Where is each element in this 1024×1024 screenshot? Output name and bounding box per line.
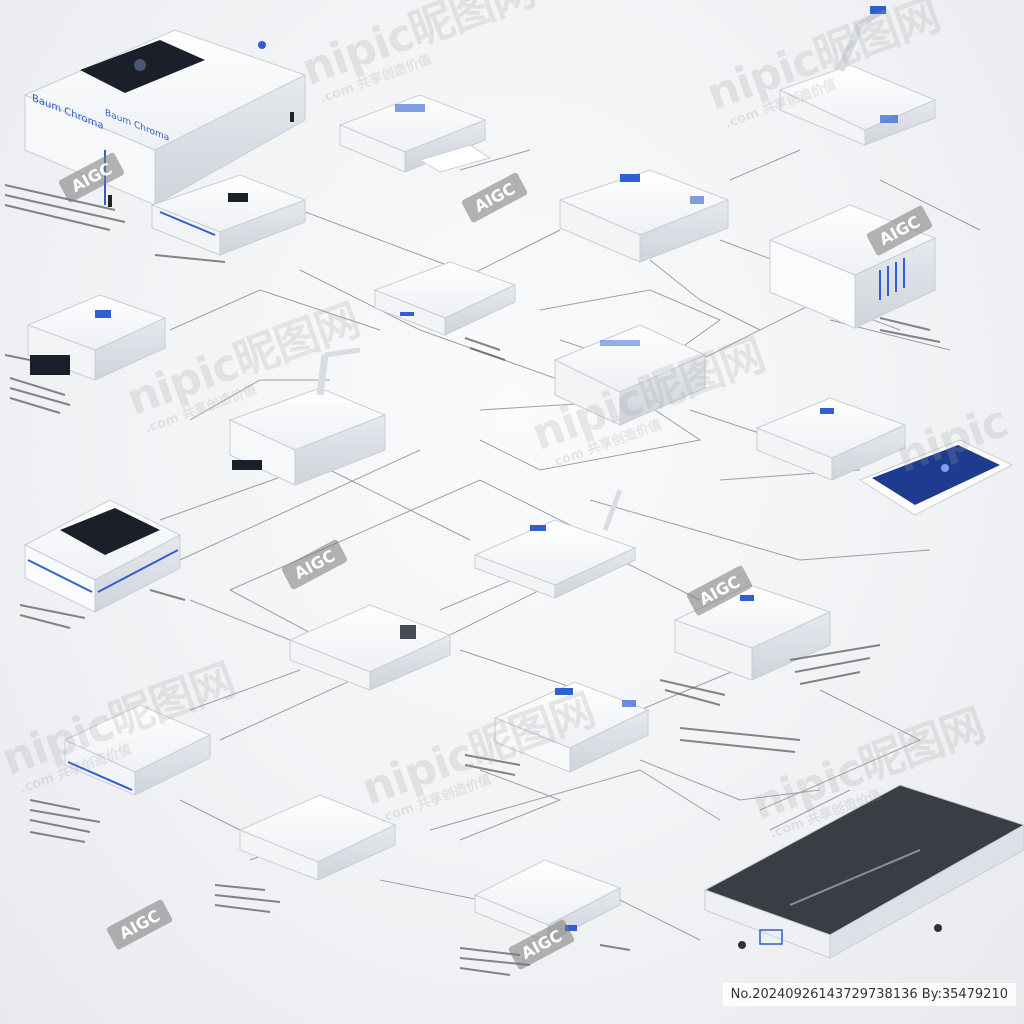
device-module-f (493, 681, 650, 773)
device-module-e (288, 604, 452, 691)
device-tablet (858, 439, 1014, 516)
device-arm-unit (228, 347, 387, 486)
device-central-hub (553, 324, 707, 426)
device-main-console (23, 29, 307, 207)
device-module-a (373, 261, 517, 336)
device-large-panel (703, 784, 1024, 959)
device-analyzer-center (558, 169, 730, 263)
device-top-unit (338, 94, 492, 173)
device-module-g (63, 704, 212, 796)
device-module-d (673, 584, 832, 681)
device-scanner-left (150, 174, 307, 256)
device-dock-unit (755, 397, 907, 481)
device-robot-arm (778, 6, 937, 146)
device-display-console (23, 499, 182, 613)
image-serial-number: No.20240926143729738136 By:35479210 (722, 983, 1016, 1006)
device-module-b (26, 294, 167, 381)
device-module-h (238, 794, 397, 881)
device-module-c (473, 489, 637, 599)
